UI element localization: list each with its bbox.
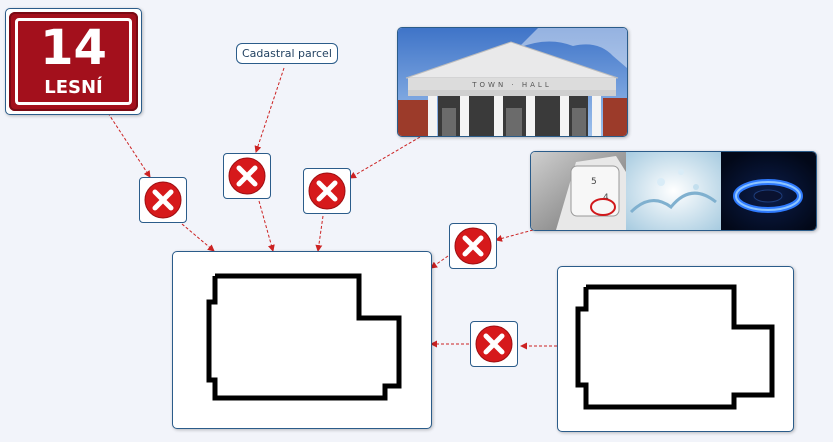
connector-utilities-to-delete [495,229,534,242]
building-outline-icon [206,273,402,401]
connector-sign-to-delete [107,112,151,178]
delete-button-town-hall[interactable] [303,168,351,214]
utilities-node[interactable]: 5 4 [530,151,817,231]
delete-button-utilities[interactable] [449,223,497,269]
delete-button-building-2[interactable] [470,321,518,367]
building-outline-node-2[interactable] [557,266,794,432]
street-sign-node[interactable]: 14 LESNÍ [5,8,142,115]
connector-parcel-to-delete [254,67,285,153]
town-hall-node[interactable]: TOWN · HALL [397,27,628,137]
connector-delete4-to-building [430,255,449,269]
cadastral-parcel-node[interactable]: Cadastral parcel [236,43,338,64]
delete-icon [308,172,346,210]
delete-icon [144,181,182,219]
building-outline-icon [575,284,775,410]
building-outline-node[interactable] [172,251,432,429]
street-sign-icon: 14 LESNÍ [9,12,138,111]
delete-button-street-sign[interactable] [139,177,187,223]
delete-icon [228,157,266,195]
connector-delete1-to-building [181,223,215,252]
street-name: LESNÍ [44,77,103,98]
connector-delete2-to-building [258,200,275,252]
svg-text:5: 5 [591,177,597,187]
connector-townhall-to-delete [349,136,421,179]
town-hall-icon: TOWN · HALL [398,28,627,136]
town-hall-sign: TOWN · HALL [471,81,551,89]
utilities-icon: 5 4 [531,152,816,230]
delete-button-cadastral[interactable] [223,153,271,199]
connector-delete3-to-building [315,215,324,252]
svg-text:4: 4 [603,193,609,203]
delete-icon [454,227,492,265]
delete-icon [475,325,513,363]
street-number: 14 [40,20,107,76]
cadastral-parcel-label: Cadastral parcel [242,47,332,60]
